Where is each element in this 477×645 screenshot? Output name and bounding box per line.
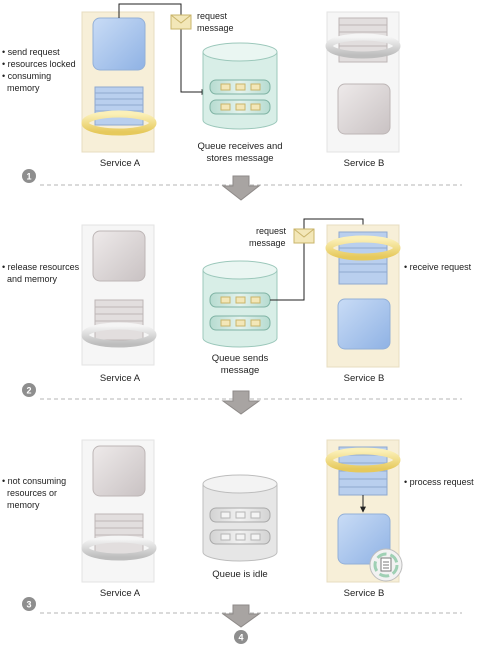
step-2: • release resources and memory Service A (2, 218, 472, 384)
message-path (118, 3, 208, 95)
service-a-step-1 (81, 11, 157, 153)
step-3-left-note: • not consuming (2, 476, 66, 486)
lock-ring (325, 235, 401, 261)
step-1-left-note: • consuming (2, 71, 51, 81)
step-2-left-note: and memory (2, 274, 58, 284)
service-a-label: Service A (100, 158, 141, 169)
step-number: 2 (26, 386, 31, 396)
service-b-label: Service B (344, 373, 385, 384)
step-1-left-note: • send request (2, 47, 60, 57)
message-label: message (197, 23, 234, 33)
processing-icon (369, 548, 403, 582)
service-a-label: Service A (100, 373, 141, 384)
step-1-left-note: memory (2, 83, 40, 93)
message-slot (209, 507, 271, 545)
service-a-step-3 (81, 439, 157, 583)
message-label: message (249, 238, 286, 248)
step-3-right-note: • process request (404, 477, 474, 487)
queue-label: stores message (206, 153, 273, 164)
queue-step-2 (202, 260, 278, 348)
step-number: 3 (26, 600, 31, 610)
step-3: • not consuming resources or memory Serv… (2, 439, 474, 599)
step-number: 4 (238, 633, 243, 643)
message-slot (209, 79, 271, 115)
queue-step-3 (202, 474, 278, 562)
lock-ring (81, 110, 157, 136)
step-2-right-note: • receive request (404, 262, 472, 272)
envelope-icon (293, 228, 315, 244)
service-a-label: Service A (100, 588, 141, 599)
next-step-arrow (221, 604, 261, 628)
queue-label: Queue sends (212, 353, 269, 364)
queue-step-1 (202, 42, 278, 130)
step-2-left-note: • release resources (2, 262, 80, 272)
step-3-left-note: memory (2, 500, 40, 510)
service-b-label: Service B (344, 158, 385, 169)
lock-ring (325, 447, 401, 473)
request-stack-icon (94, 86, 144, 126)
message-label: request (197, 11, 228, 21)
message-slot (209, 292, 271, 331)
message-label: request (256, 226, 287, 236)
service-b-label: Service B (344, 588, 385, 599)
step-1-left-note: • resources locked (2, 59, 76, 69)
service-b-step-2 (325, 224, 401, 368)
step-divider-3: 3 4 (22, 597, 462, 644)
step-divider-2: 2 (22, 383, 462, 415)
request-stack-icon (94, 299, 144, 341)
service-b-step-1 (325, 11, 401, 153)
step-divider-1: 1 (22, 169, 462, 201)
next-step-arrow (221, 175, 261, 201)
next-step-arrow (221, 390, 261, 415)
step-1: • send request • resources locked • cons… (2, 3, 401, 169)
queue-label: message (221, 365, 260, 376)
step-number: 1 (26, 172, 31, 182)
queue-label: Queue receives and (197, 141, 282, 152)
service-a-step-2 (81, 224, 157, 366)
request-stack-icon (94, 513, 144, 555)
step-3-left-note: resources or (2, 488, 57, 498)
queue-label: Queue is idle (212, 569, 267, 580)
envelope-icon (170, 14, 192, 30)
service-b-step-3 (325, 439, 403, 583)
